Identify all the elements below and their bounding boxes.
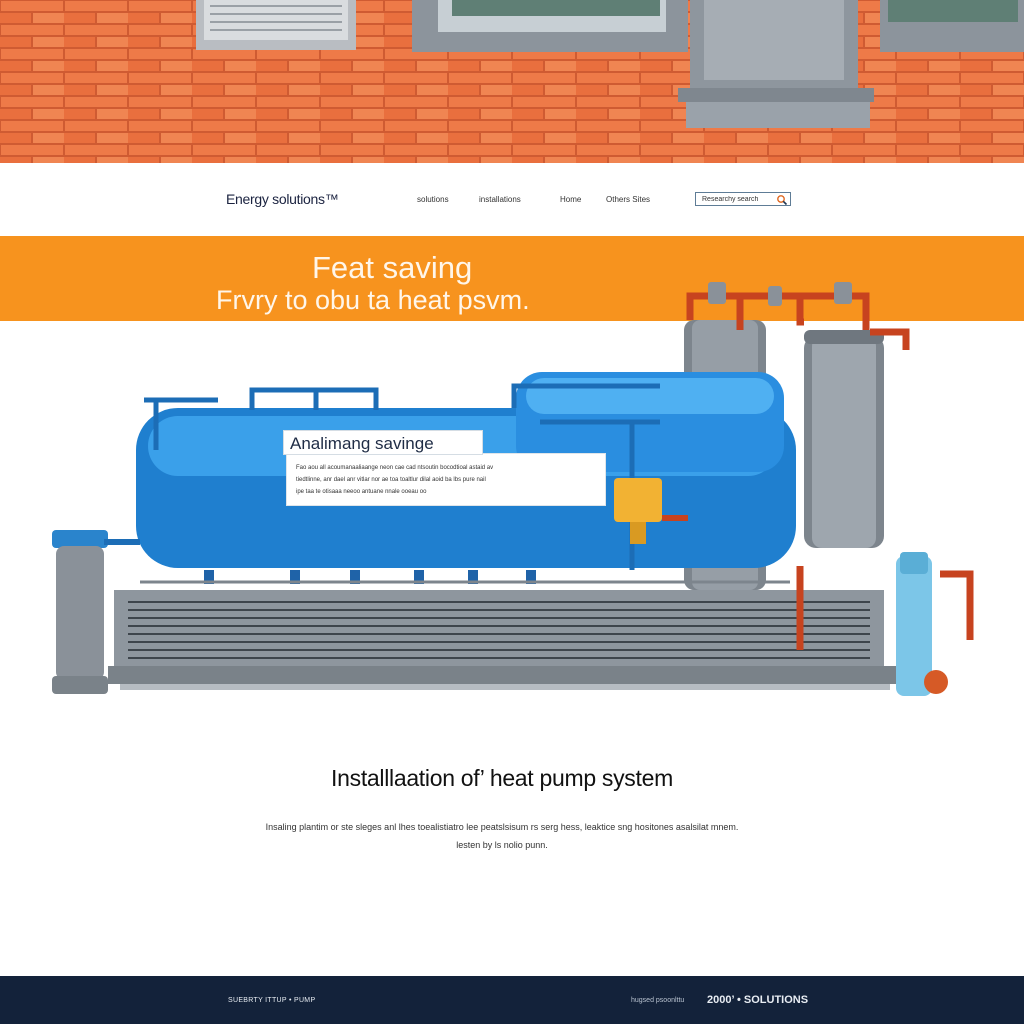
nav-link-others[interactable]: Others Sites xyxy=(606,195,651,204)
brick-wall-illustration xyxy=(0,0,1024,163)
search-box xyxy=(695,192,791,206)
left-column xyxy=(56,546,104,680)
installation-title: Installlaation of’ heat pump system xyxy=(331,765,673,791)
nav-link-home[interactable]: Home xyxy=(560,195,582,204)
footer-left-link[interactable]: SUEBRTY ITTUP • PUMP xyxy=(228,997,316,1004)
banner-title: Feat saving xyxy=(312,250,473,285)
cyan-pump xyxy=(896,556,932,696)
footer-brand-link[interactable]: 2000’ • SOLUTIONS xyxy=(707,994,809,1006)
banner-subtitle: Frvry to obu ta heat psvm. xyxy=(216,285,530,315)
blue-cap xyxy=(52,530,108,548)
site-footer: SUEBRTY ITTUP • PUMP hugsed psoonlttu 20… xyxy=(0,976,1024,1024)
site-logo[interactable]: Energy solutions™ xyxy=(226,191,339,207)
footer-small-text: hugsed psoonlttu xyxy=(631,997,685,1004)
savings-info-title: Analimang savinge xyxy=(283,430,483,455)
search-icon[interactable] xyxy=(776,194,788,206)
brick-wall-banner xyxy=(0,0,1024,163)
nav-link-solutions[interactable]: solutions xyxy=(417,195,449,204)
search-input[interactable] xyxy=(702,194,772,204)
installation-description: Insaling plantim or ste sleges anl lhes … xyxy=(265,822,739,850)
coil-fins xyxy=(128,601,870,659)
savings-info-box: Fao aou all acoumanaaliaange neon cae ca… xyxy=(286,453,606,506)
pump-valve xyxy=(924,670,948,694)
site-header: Energy solutions™ solutions installation… xyxy=(0,163,1024,235)
pressure-gauges xyxy=(708,282,852,306)
savings-info-text: Fao aou all acoumanaaliaange neon cae ca… xyxy=(296,465,494,495)
nav-link-installations[interactable]: installations xyxy=(479,195,521,204)
yellow-valve xyxy=(614,478,662,522)
right-pipes xyxy=(796,566,974,650)
hero-banner: Feat saving Frvry to obu ta heat psvm. xyxy=(0,236,1024,321)
valve-row xyxy=(204,570,536,584)
